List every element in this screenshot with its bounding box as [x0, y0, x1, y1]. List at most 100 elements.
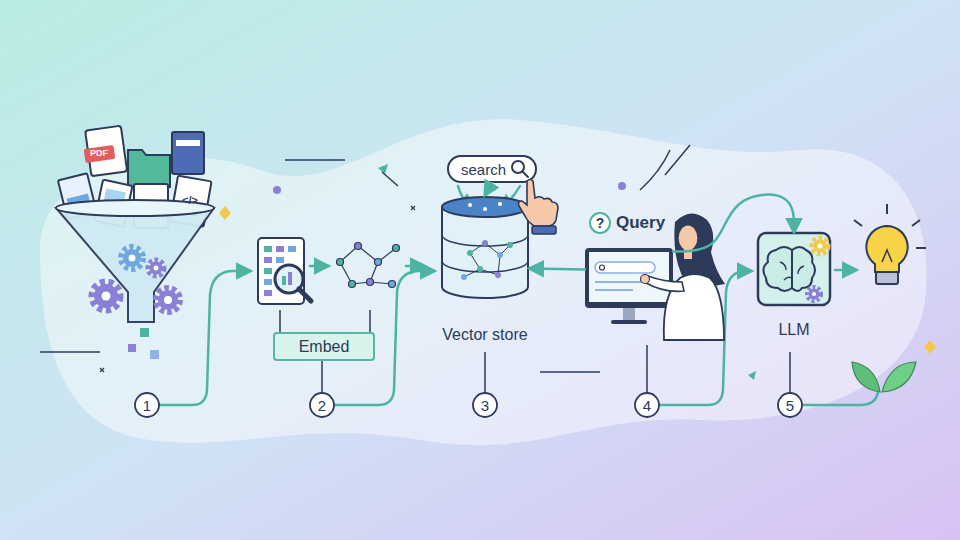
pointing-hand: [518, 180, 558, 235]
leaf-symbol: [852, 362, 880, 392]
scatter-decoration: [640, 150, 670, 190]
woman-figure: [678, 225, 698, 251]
query-monitor-outline: [585, 248, 673, 320]
embedding-icon: [264, 279, 272, 285]
embedding-icon: [288, 246, 296, 252]
lightbulb-symbol: [882, 250, 892, 262]
embedding-icon: [276, 257, 284, 263]
data-particles: [150, 350, 159, 359]
leader-line: [369, 310, 371, 332]
pipeline-line: [310, 265, 328, 268]
callout-circle: [473, 393, 497, 417]
brain-symbol: [763, 247, 792, 291]
vector-store-cylinder: Vector store: [440, 195, 530, 300]
vector-dot: [497, 252, 503, 258]
scatter-decoration: [40, 145, 936, 380]
funnel-symbol: [56, 200, 214, 322]
node-heading: Vector store: [442, 326, 527, 344]
embedding-icon: [264, 246, 272, 252]
brain-symbol: [763, 247, 815, 291]
background-blob: [40, 119, 927, 445]
gear-symbol: [812, 238, 828, 254]
scatter-decoration: [411, 206, 415, 210]
gear-symbol: [94, 284, 118, 308]
vector-network: [389, 281, 396, 288]
screen-line: [595, 281, 645, 283]
pipeline-line: [835, 269, 856, 272]
gear-symbol: [154, 266, 159, 271]
gear-symbol: [92, 247, 180, 312]
callout-number: 4: [643, 398, 651, 413]
cylinder-body: [442, 207, 528, 298]
callout-number: 2: [318, 398, 326, 413]
search-magnifier: [523, 172, 529, 178]
leader-line: [279, 310, 281, 332]
vector-dot: [498, 202, 502, 206]
gear-symbol: [807, 238, 828, 301]
screen-line: [595, 289, 633, 291]
leaf-symbol: [852, 362, 916, 392]
lightbulb-symbol: [854, 220, 862, 226]
document-pile: [81, 126, 127, 177]
cylinder-top: [442, 197, 528, 217]
woman-figure: [641, 213, 726, 340]
gear-symbol: [148, 260, 164, 276]
llm-box-outline: [758, 233, 830, 305]
gear-symbol: [164, 296, 172, 304]
lightbulb-symbol: [886, 204, 888, 214]
data-particles: [128, 328, 159, 359]
pipeline-line: [802, 392, 878, 405]
data-particles: [140, 328, 149, 337]
vector-dot: [483, 207, 487, 211]
leader-line: [789, 352, 791, 393]
scatter-decoration: [285, 159, 345, 161]
embedding-icon: [258, 238, 304, 304]
embedding-icon: [282, 276, 286, 285]
code-symbol-text: </>: [182, 195, 198, 206]
woman-figure: [684, 249, 692, 259]
callout-circle: [135, 393, 159, 417]
brain-symbol: [780, 262, 804, 280]
gear-symbol: [92, 282, 120, 310]
llm-box-outline: [757, 232, 831, 306]
gear-symbol: [812, 238, 828, 254]
gear-symbol: [818, 244, 823, 249]
vector-dot: [482, 240, 488, 246]
search-pill: search: [447, 155, 537, 183]
search-magnifier: [512, 161, 528, 177]
vector-dot: [507, 242, 513, 248]
monitor-frame: [585, 248, 673, 308]
vector-network: [393, 245, 400, 252]
funnel-symbol: [56, 200, 214, 216]
scatter-decoration: [618, 182, 626, 190]
funnel-symbol: [56, 208, 214, 322]
node-label: Embed: [275, 334, 373, 359]
connector-arrow: [485, 183, 492, 195]
gear-symbol: [807, 287, 821, 301]
search-bar: [595, 262, 655, 273]
embedding-icon: [299, 289, 311, 301]
embedding-icon: [288, 272, 292, 285]
lightbulb-symbol: [866, 226, 907, 272]
lightbulb-symbol: [916, 247, 926, 249]
callout-number: 5: [786, 398, 794, 413]
vector-network: [355, 243, 362, 250]
vector-network: [337, 259, 344, 266]
gear-symbol: [92, 282, 120, 310]
pipeline-line: [159, 186, 878, 405]
brain-symbol: [792, 247, 815, 291]
llm-box: LLM: [757, 232, 831, 306]
document-pile: [84, 145, 116, 163]
gear-symbol: [102, 292, 111, 301]
gear-symbol: [807, 287, 821, 301]
lightbulb-symbol: [876, 272, 898, 284]
search-magnifier: [512, 161, 524, 173]
scatter-decoration: [382, 172, 398, 186]
gear-symbol: [809, 289, 820, 300]
embedding-icon: [264, 268, 272, 274]
scatter-decoration: [219, 206, 231, 220]
